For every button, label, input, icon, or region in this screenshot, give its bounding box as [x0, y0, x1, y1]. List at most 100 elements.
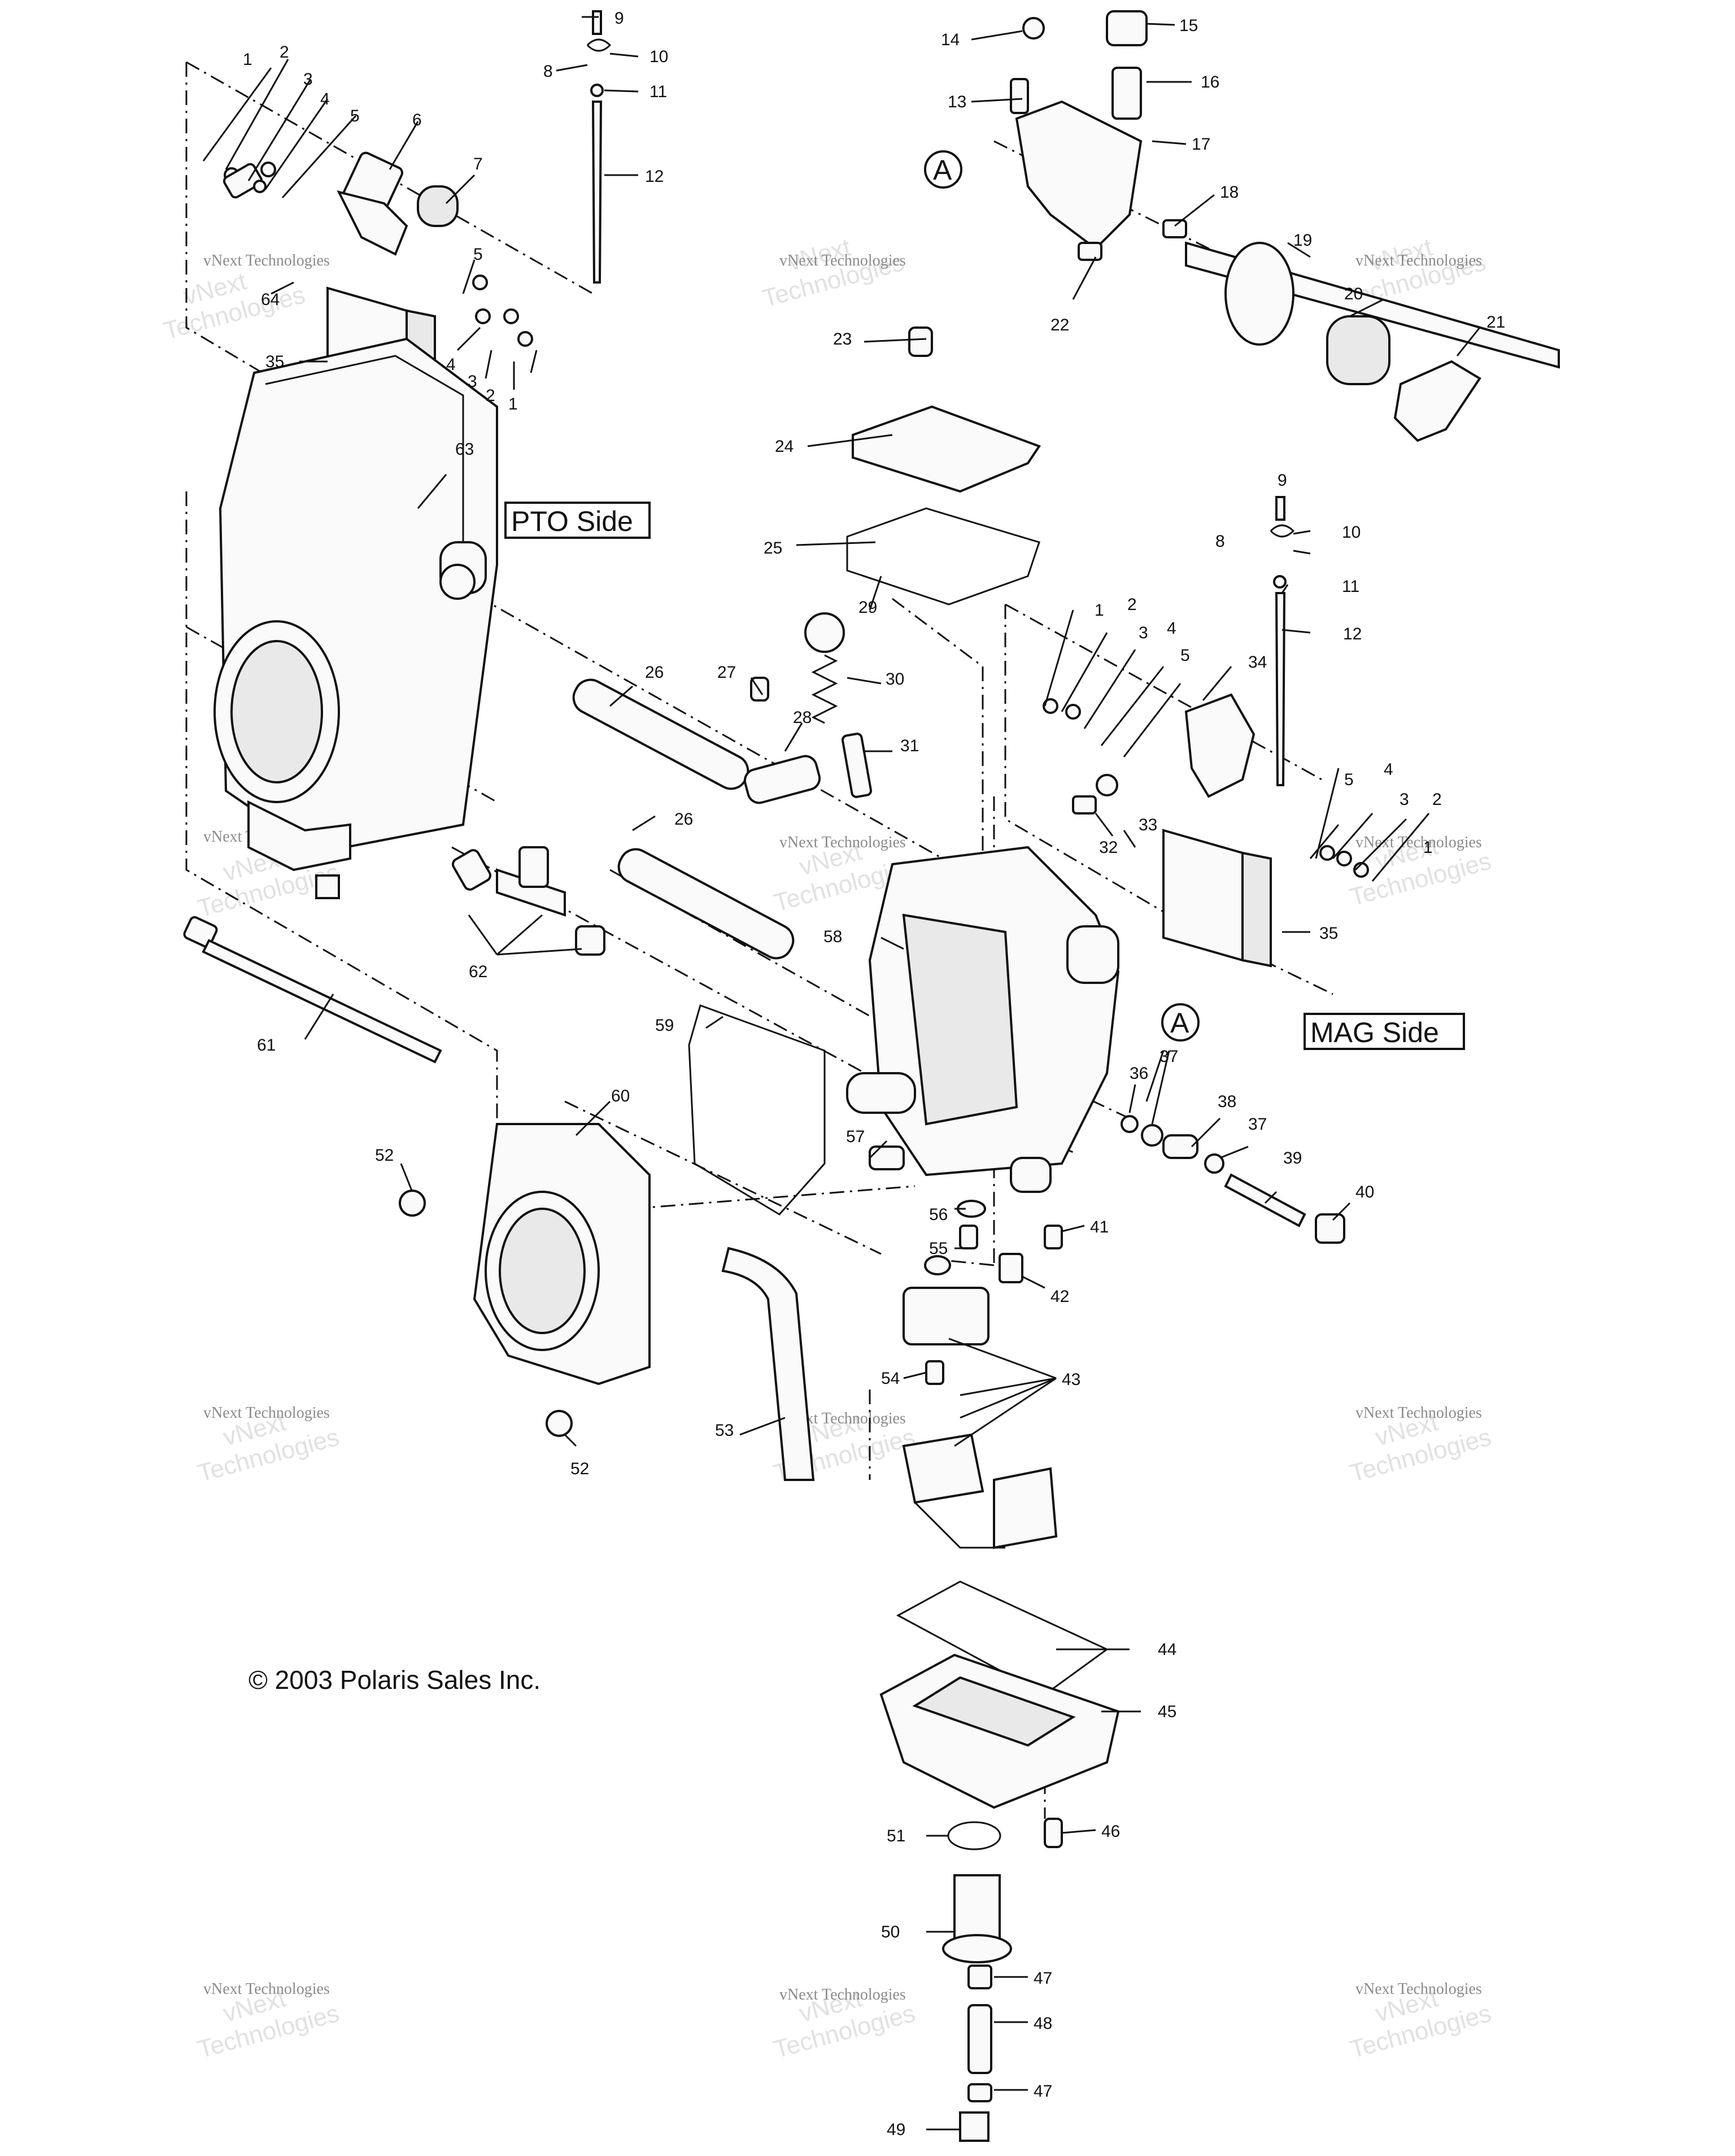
callout: 10	[1342, 523, 1361, 542]
connector-tube-upper	[572, 678, 749, 790]
callout: 8	[543, 62, 553, 81]
callout: 23	[833, 330, 852, 349]
throttle-shaft	[1010, 10, 1560, 442]
callout: 11	[649, 82, 667, 101]
callout: 1	[1423, 838, 1433, 857]
callout: 36	[1130, 1064, 1148, 1083]
top-cover	[852, 405, 1041, 493]
callout: 9	[1278, 471, 1287, 490]
callout: 61	[257, 1036, 276, 1055]
watermark: vNext Technologies	[779, 252, 906, 269]
callout: 52	[570, 1460, 589, 1478]
callout: 3	[1139, 624, 1148, 642]
callout: 52	[375, 1146, 394, 1165]
callout: 56	[929, 1205, 948, 1224]
callout: 47	[1034, 1969, 1052, 1988]
watermark: vNext Technologies	[1355, 834, 1482, 851]
float-assembly	[902, 1255, 1058, 1549]
callout: 24	[775, 437, 794, 456]
watermark: vNext Technologies	[779, 834, 906, 851]
long-bolt	[183, 916, 442, 1064]
callout: 14	[941, 31, 960, 49]
callout: 3	[303, 70, 313, 89]
callout: 9	[614, 9, 624, 28]
callout: 1	[508, 395, 518, 413]
callout: 33	[1139, 816, 1157, 834]
drain-parts	[942, 1818, 1063, 2142]
float-bowl-inner	[912, 1676, 1076, 1747]
callout: 4	[1384, 760, 1393, 779]
callout: 26	[645, 663, 664, 682]
callout: 2	[280, 43, 289, 62]
callout: 12	[645, 167, 664, 186]
callout: 4	[1167, 619, 1176, 638]
parts	[183, 10, 1560, 2142]
watermark: vNext Technologies	[203, 1980, 330, 1998]
callout: 3	[1400, 790, 1409, 809]
callout: 3	[468, 372, 477, 391]
callout: 5	[350, 107, 360, 125]
callout: 7	[473, 155, 483, 173]
callout: 27	[717, 663, 736, 682]
callout: 13	[948, 93, 966, 111]
callout: 21	[1486, 313, 1505, 332]
side-labels: PTO Side MAG Side A A © 2003 Polaris Sal…	[249, 150, 1465, 1695]
reference-a-mid	[1161, 1003, 1200, 1042]
callout: 35	[1319, 924, 1338, 943]
callout: 51	[887, 1827, 905, 1845]
carburetor-body-mag	[846, 846, 1120, 1193]
watermark: vNext Technologies	[203, 1404, 330, 1422]
callout: 38	[1218, 1092, 1236, 1111]
callout: 1	[243, 50, 252, 69]
callout: 2	[1432, 790, 1442, 809]
watermark: vNext Technologies	[1355, 1980, 1482, 1998]
callout: 8	[1215, 532, 1225, 551]
callout: 12	[1343, 625, 1362, 643]
tee-fitting	[452, 846, 605, 956]
reference-a-mid-label: A	[1170, 1007, 1189, 1039]
callout: 39	[1283, 1149, 1302, 1168]
callout: 28	[793, 708, 812, 727]
callout-numbers: 1 2 3 4 5 6 7 9 8 10 11 12 5 4 3 2 1 64 …	[243, 9, 1505, 2139]
pilot-screw-set	[1121, 1115, 1345, 1244]
reference-a-top	[924, 150, 962, 189]
callout: 45	[1158, 1702, 1176, 1721]
callout: 43	[1062, 1370, 1080, 1389]
callout: 37	[1248, 1115, 1267, 1134]
callout: 20	[1344, 285, 1363, 303]
callout: 47	[1034, 2082, 1052, 2101]
callout: 11	[1342, 577, 1359, 596]
callout: 2	[486, 386, 495, 405]
callout: 30	[886, 670, 904, 689]
callout: 53	[715, 1421, 734, 1440]
callout: 40	[1355, 1183, 1374, 1201]
callout: 34	[1248, 653, 1267, 672]
callout: 49	[887, 2120, 905, 2139]
callout: 59	[655, 1016, 674, 1035]
callout: 31	[900, 737, 919, 755]
callout: 63	[455, 440, 474, 459]
callout: 41	[1090, 1218, 1109, 1236]
mag-side-label: MAG Side	[1310, 1017, 1439, 1048]
callout: 5	[473, 245, 483, 264]
callout: 44	[1158, 1640, 1176, 1659]
copyright-notice: © 2003 Polaris Sales Inc.	[249, 1665, 540, 1695]
callout: 55	[929, 1239, 948, 1258]
callout: 1	[1095, 601, 1104, 620]
callout: 37	[1159, 1047, 1178, 1066]
callout: 19	[1293, 231, 1312, 250]
callout: 17	[1192, 135, 1210, 154]
throttle-slide-mag	[1043, 693, 1369, 968]
callout: 46	[1101, 1822, 1120, 1841]
callout: 4	[320, 90, 330, 108]
watermark: vNext Technologies	[779, 1986, 906, 2003]
callout: 18	[1220, 183, 1239, 202]
watermark: vNext Technologies	[1355, 252, 1482, 269]
callout: 6	[412, 111, 422, 129]
callout: 2	[1127, 595, 1137, 614]
enrichener-plunger	[743, 612, 873, 804]
jet-needle-pto	[586, 10, 612, 284]
callout: 5	[1180, 646, 1190, 665]
connector-tube-lower	[617, 848, 795, 960]
